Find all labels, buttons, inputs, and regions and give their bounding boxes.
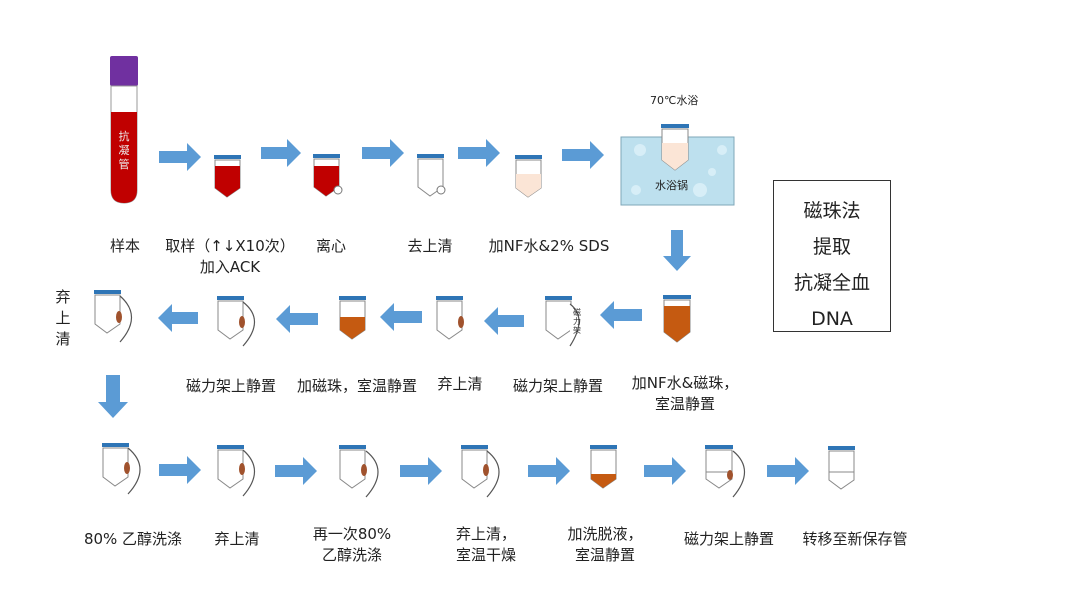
step-label: 磁力架上静置	[683, 530, 775, 548]
step-label: 加NF水&2% SDS	[488, 237, 610, 255]
tube-centrifuged	[313, 154, 343, 197]
summary-line: 抗凝全血	[793, 272, 870, 294]
arrow-right-icon	[528, 457, 570, 485]
tube-blood-ack	[214, 155, 241, 198]
tube-beads-liquid	[663, 295, 691, 343]
tube-on-magnetic-rack	[339, 445, 379, 498]
step-label: 加洗脱液，室温静置	[567, 525, 643, 564]
arrow-left-icon	[158, 304, 198, 332]
step-label: 去上清	[407, 237, 453, 255]
tube-add-beads	[339, 296, 366, 340]
arrow-left-icon	[600, 301, 642, 329]
tube-on-magnetic-rack	[217, 296, 256, 347]
step-label: 加磁珠，室温静置	[296, 377, 418, 395]
magnetic-rack-label: 磁力架	[573, 308, 581, 335]
tube-on-magnetic-rack	[705, 445, 746, 498]
water-bath	[620, 124, 735, 206]
step-label: 转移至新保存管	[802, 530, 908, 548]
tube-new-storage	[828, 446, 855, 490]
step-label: 弃上清	[214, 530, 260, 548]
arrow-left-icon	[484, 307, 524, 335]
step-label: 磁力架上静置	[512, 377, 604, 395]
water-bath-temp-label: 70℃水浴	[650, 94, 699, 107]
arrow-left-icon	[276, 305, 318, 333]
tube-vertical-label: 抗凝管	[118, 130, 130, 171]
arrow-left-icon	[380, 303, 422, 331]
step-label: 80% 乙醇洗涤	[83, 530, 183, 548]
arrow-right-icon	[767, 457, 809, 485]
step-label: 离心	[315, 237, 347, 255]
arrow-down-icon	[663, 230, 691, 271]
tube-discard-supernatant	[436, 296, 464, 340]
arrow-right-icon	[362, 139, 404, 167]
arrow-down-icon	[98, 375, 128, 418]
arrow-right-icon	[159, 143, 201, 171]
tube-sds	[515, 155, 542, 198]
arrow-right-icon	[562, 141, 604, 169]
water-bath-label: 水浴锅	[655, 179, 688, 192]
step-label: 加NF水&磁珠，室温静置	[631, 374, 739, 413]
step-label: 取样（↑↓X10次）加入ACK	[165, 237, 295, 276]
summary-line: 磁珠法	[803, 200, 861, 222]
tube-elution	[590, 445, 617, 489]
summary-box: 磁珠法 提取 抗凝全血 DNA	[773, 180, 891, 332]
arrow-right-icon	[261, 139, 301, 167]
tube-on-magnetic-rack	[545, 296, 580, 347]
arrow-right-icon	[458, 139, 500, 167]
summary-line: DNA	[811, 308, 853, 330]
step-label: 再一次80%乙醇洗涤	[312, 525, 392, 564]
step-label: 弃上清，室温干燥	[455, 525, 517, 564]
anticoagulant-tube	[110, 56, 138, 204]
tube-on-magnetic-rack	[217, 445, 256, 497]
step-label: 弃上清	[437, 375, 483, 393]
tube-pellet	[417, 154, 446, 197]
tube-on-magnetic-rack	[461, 445, 500, 498]
tube-on-magnetic-rack	[102, 443, 141, 495]
arrow-right-icon	[275, 457, 317, 485]
step-label: 磁力架上静置	[185, 377, 277, 395]
arrow-right-icon	[400, 457, 442, 485]
summary-line: 提取	[812, 236, 851, 258]
arrow-right-icon	[644, 457, 686, 485]
step-label: 样本	[109, 237, 141, 255]
side-label-discard: 弃上清	[55, 288, 71, 348]
arrow-right-icon	[159, 456, 201, 484]
tube-on-magnetic-rack	[94, 290, 133, 343]
